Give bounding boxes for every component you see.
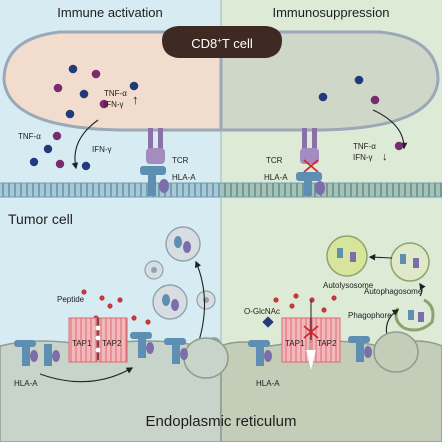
cytokine-dot (79, 89, 89, 99)
left-trafficking-arrow (195, 260, 206, 345)
er-bud (183, 337, 229, 379)
autophagosome (390, 242, 430, 282)
cytokine-dot (394, 141, 404, 151)
cytokine-dot (354, 75, 364, 85)
autolysosome (326, 235, 368, 277)
left-hla-a-er-label: HLA-A (14, 379, 38, 388)
autolysosome-label: Autolysosome (323, 281, 374, 290)
left-vesicles (144, 226, 216, 320)
left-tcr-label: TCR (172, 156, 189, 165)
left-tap1-label: TAP1 (72, 339, 92, 348)
cytokine-dot (91, 69, 101, 79)
right-tnf-label: TNF-α (353, 142, 376, 151)
right-release-arrow (372, 109, 408, 150)
cytokine-dot (318, 92, 328, 102)
right-hla-a-membrane (296, 172, 325, 196)
right-tap-transporter (281, 300, 341, 370)
cytokine-dot (65, 109, 75, 119)
cytokine-dot (99, 99, 109, 109)
cytokine-dot (129, 81, 139, 91)
left-up-arrow: ↑ (132, 92, 139, 107)
right-ifn-label: IFN-γ (353, 153, 373, 162)
autophagy-arrow (368, 253, 393, 261)
left-tnf-up-label: TNF-α (104, 89, 127, 98)
t-cell-label: CD8+T cell (191, 36, 253, 51)
left-hla-a-er-molecules (14, 332, 188, 366)
membrane-left (0, 183, 221, 197)
peptide-label: Peptide (57, 295, 85, 304)
autophagosome-label: Autophagosome (364, 287, 423, 296)
cytokine-dot (53, 83, 63, 93)
t-cell: CD8+T cell (2, 26, 440, 132)
right-cytokines-intracellular (318, 75, 380, 105)
right-block-x-icon (303, 159, 319, 173)
right-tap2-label: TAP2 (317, 339, 337, 348)
left-tap2-label: TAP2 (102, 339, 122, 348)
cytokine-dot (68, 64, 78, 74)
right-tap1-label: TAP1 (285, 339, 305, 348)
left-ifn-label: IFN-γ (92, 145, 112, 154)
left-hla-a-membrane (140, 166, 169, 196)
right-down-arrow: ↓ (382, 151, 388, 163)
cytokine-dot (29, 157, 39, 167)
oglcnac-label: O-GlcNAc (244, 307, 280, 316)
er-body (0, 337, 222, 442)
right-hla-a-er-molecules (248, 336, 372, 366)
membrane-right (221, 183, 442, 197)
right-hla-a-er-label: HLA-A (256, 379, 280, 388)
tumor-cell-label: Tumor cell (8, 211, 73, 227)
right-panel-title: Immunosuppression (272, 5, 389, 20)
right-hla-a-membrane-label: HLA-A (264, 173, 288, 182)
left-tap-transporter (68, 317, 128, 363)
left-tnf-label: TNF-α (18, 132, 41, 141)
cytokine-dot (43, 144, 53, 154)
left-loading-arrow (39, 367, 134, 383)
er-label: Endoplasmic reticulum (146, 413, 297, 430)
er-bud-right (373, 331, 419, 373)
left-hla-a-membrane-label: HLA-A (172, 173, 196, 182)
cytokine-dot (370, 95, 380, 105)
left-cytokines-intracellular (53, 64, 139, 119)
autophagy-arrow (419, 282, 426, 297)
left-panel-title: Immune activation (57, 5, 163, 20)
phagophore-label: Phagophore (348, 311, 392, 320)
cytokine-dot (52, 131, 62, 141)
right-autophagy-structures (326, 235, 435, 332)
t-cell-label-bar (162, 26, 282, 58)
left-ifn-up-label: IFN-γ (104, 100, 124, 109)
right-tcr-label: TCR (266, 156, 283, 165)
t-cell-right-half (219, 30, 440, 132)
left-tcr (146, 128, 165, 164)
cytokine-dot (55, 159, 65, 169)
oglcnac-marker-icon (262, 316, 274, 328)
phagophore (394, 298, 435, 332)
left-release-arrow (71, 119, 99, 170)
cytokine-dot (81, 161, 91, 171)
right-peptide-dots (273, 293, 337, 313)
